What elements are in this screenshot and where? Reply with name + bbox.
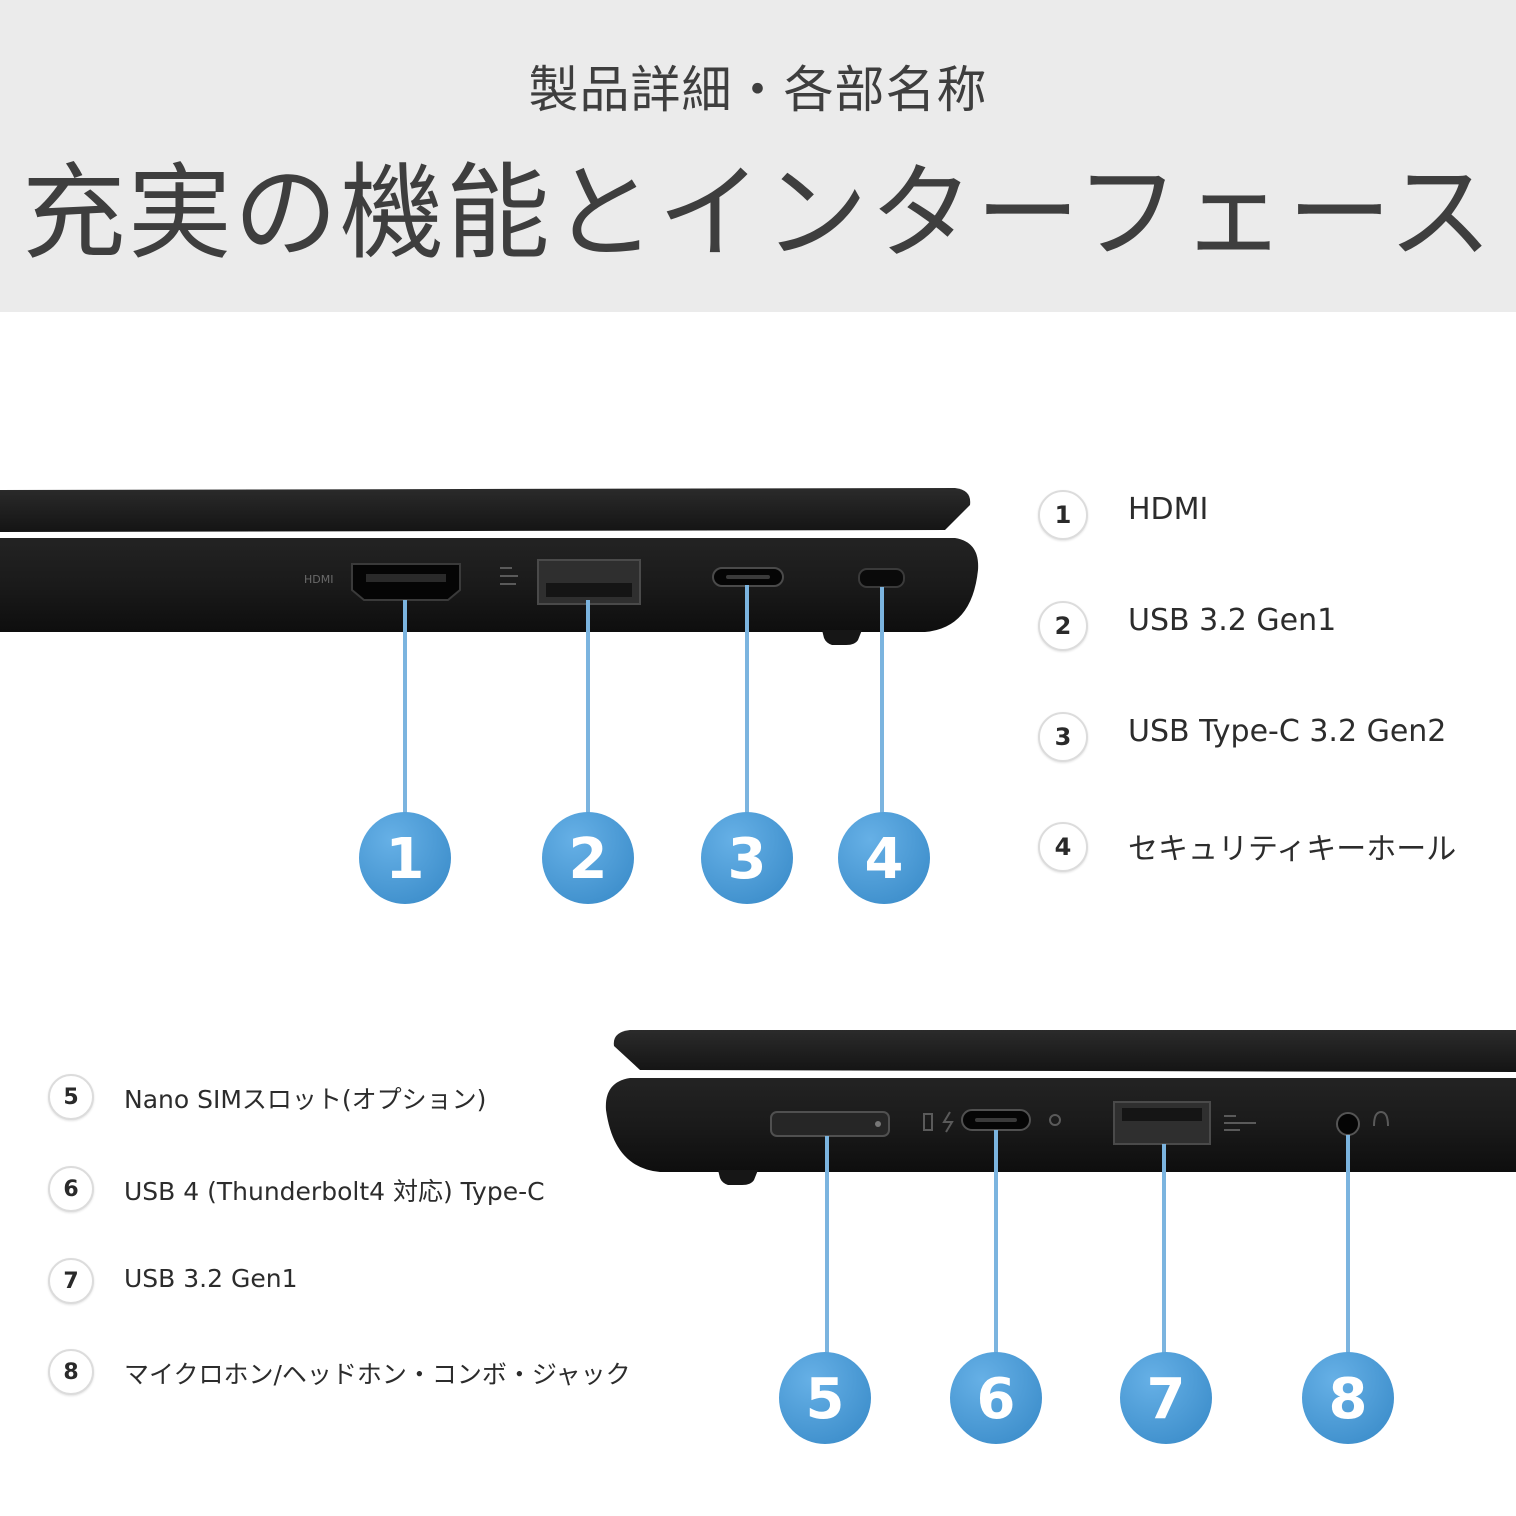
callout-1: 1 <box>359 812 451 904</box>
svg-text:5: 5 <box>806 1367 845 1432</box>
callout-6: 6 <box>950 1352 1042 1444</box>
legend-num: 2 <box>1038 601 1088 651</box>
svg-text:3: 3 <box>728 827 767 892</box>
leader-lines-bottom <box>825 1130 1350 1355</box>
callout-3: 3 <box>701 812 793 904</box>
legend-label: HDMI <box>1128 492 1209 527</box>
led-indicator <box>1049 1114 1061 1126</box>
usb-c-port-bottom-inner <box>975 1118 1017 1122</box>
svg-text:4: 4 <box>865 827 904 892</box>
legend-label: USB 3.2 Gen1 <box>124 1264 298 1293</box>
legend-label: USB Type-C 3.2 Gen2 <box>1128 714 1447 749</box>
page-subtitle: 製品詳細・各部名称 <box>528 61 988 119</box>
legend-label: USB 3.2 Gen1 <box>1128 603 1337 638</box>
laptop-bottom-foot <box>718 1170 758 1185</box>
laptop-top-lid <box>0 488 971 532</box>
security-slot <box>858 568 905 588</box>
laptop-bottom-lid <box>613 1030 1516 1072</box>
callout-4: 4 <box>838 812 930 904</box>
sim-tray <box>770 1111 890 1137</box>
usb-a-port-bottom-inner <box>1122 1108 1202 1121</box>
legend-label: セキュリティキーホール <box>1128 832 1457 867</box>
laptop-bottom <box>605 1030 1516 1185</box>
legend-label: USB 4 (Thunderbolt4 対応) Type-C <box>124 1177 545 1206</box>
svg-text:1: 1 <box>386 827 425 892</box>
laptop-top-foot <box>822 630 862 645</box>
svg-text:6: 6 <box>977 1367 1016 1432</box>
usb-ss-logo-icon-bottom <box>1224 1115 1256 1131</box>
hdmi-port-inner <box>366 574 446 582</box>
legend-num: 5 <box>48 1074 94 1120</box>
legend-num: 8 <box>48 1349 94 1395</box>
laptop-bottom-base <box>605 1078 1516 1172</box>
header-band: 製品詳細・各部名称 充実の機能とインターフェース <box>0 0 1516 312</box>
headset-icon <box>1373 1110 1389 1127</box>
usb-ss-logo-icon <box>500 567 518 585</box>
legend-num: 7 <box>48 1258 94 1304</box>
usb-a-port-top-inner <box>546 583 632 597</box>
callout-7: 7 <box>1120 1352 1212 1444</box>
thunderbolt-charge-icon <box>923 1111 954 1133</box>
usb-c-port-top-inner <box>726 575 770 579</box>
svg-text:8: 8 <box>1329 1367 1368 1432</box>
callout-5: 5 <box>779 1352 871 1444</box>
legend-num: 4 <box>1038 822 1088 872</box>
laptop-top-base <box>0 538 979 632</box>
hdmi-marking: HDMI <box>304 573 333 586</box>
page-title: 充実の機能とインターフェース <box>21 152 1495 274</box>
legend-label: Nano SIMスロット(オプション) <box>124 1085 487 1114</box>
legend-num: 3 <box>1038 712 1088 762</box>
legend-num: 6 <box>48 1166 94 1212</box>
legend-label: マイクロホン/ヘッドホン・コンボ・ジャック <box>124 1360 631 1389</box>
audio-jack <box>1336 1112 1360 1136</box>
legend-num: 1 <box>1038 490 1088 540</box>
usb-a-port-top <box>537 559 641 605</box>
sim-eject-hole <box>875 1121 881 1127</box>
callout-8: 8 <box>1302 1352 1394 1444</box>
callout-2: 2 <box>542 812 634 904</box>
svg-text:2: 2 <box>569 827 608 892</box>
leader-lines-top <box>403 585 884 815</box>
svg-text:7: 7 <box>1147 1367 1186 1432</box>
laptop-top: HDMI <box>0 488 979 645</box>
